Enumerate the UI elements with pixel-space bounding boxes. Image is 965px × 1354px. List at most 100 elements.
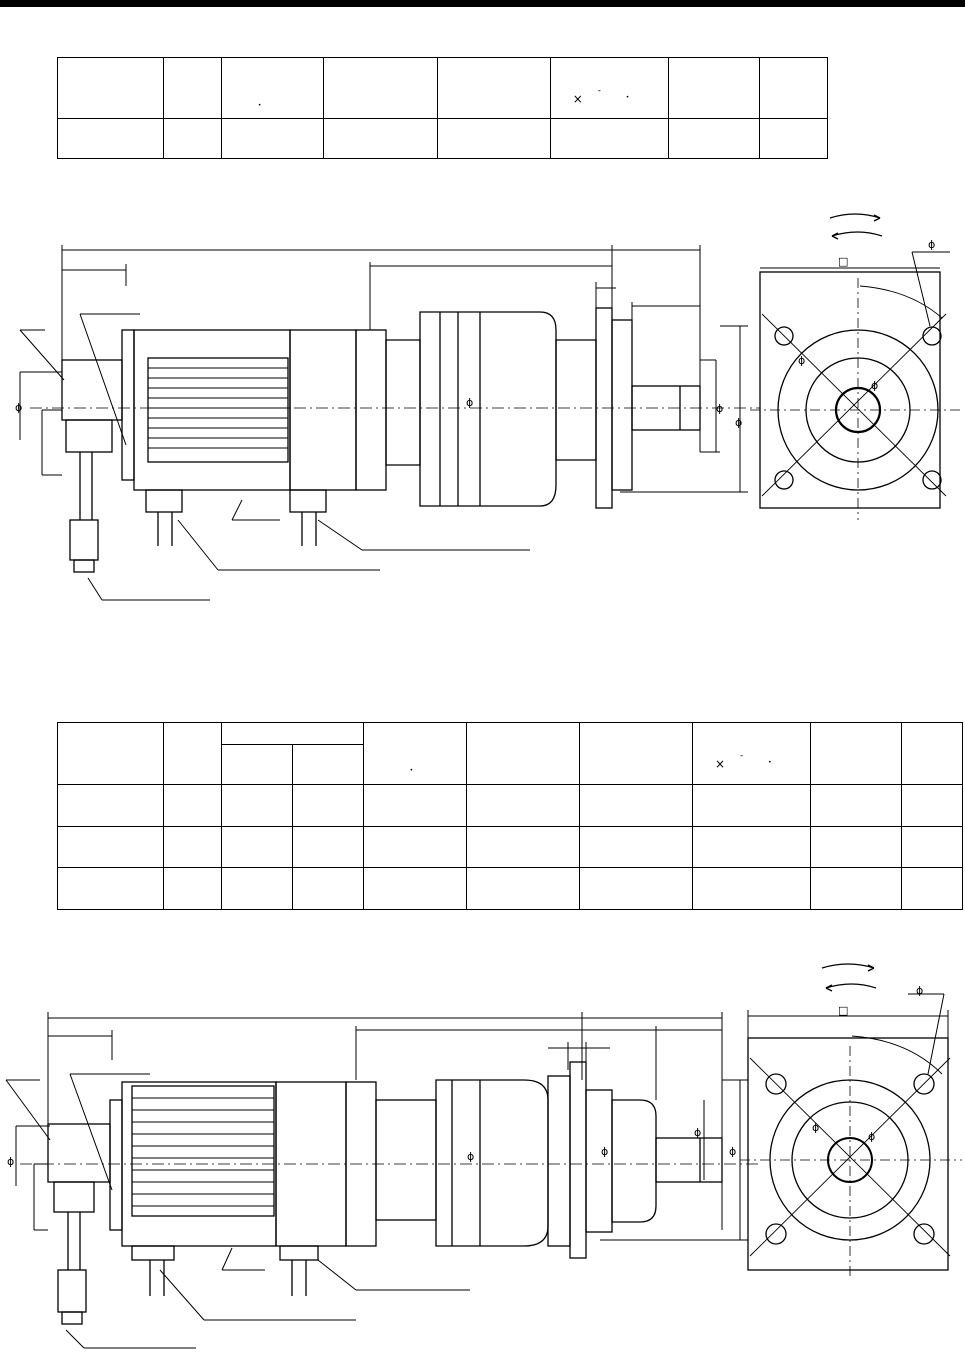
table-cell [578,784,694,827]
table-cell [901,825,963,868]
phi-symbol: ϕ [601,1145,609,1158]
table-cell [220,866,294,911]
table-cell [220,825,294,868]
table-cell [692,866,812,911]
dot-mark: • [257,102,262,109]
gearbox-body [375,1061,723,1259]
table-cell [163,117,222,160]
dot-mark: • [768,759,772,766]
phi-symbol: ϕ [15,401,23,414]
table-cell [436,117,551,160]
front-view [750,251,960,520]
table-cell [163,57,222,119]
table-cell [56,825,165,868]
table-row: • × - • [56,57,828,119]
table-cell: × - • [549,57,669,119]
table-cell [323,117,438,160]
phi-symbol: ϕ [716,402,724,415]
table-cell [56,117,165,160]
table-cell [292,744,364,786]
table-cell [220,117,325,160]
table-cell [220,744,294,786]
table-cell [578,866,694,911]
rotation-arrows [829,213,883,240]
table-cell [549,117,669,160]
table-row [56,825,963,868]
dimension-lines [19,245,748,493]
table-cell [220,784,294,827]
phi-symbol: ϕ [466,396,474,409]
multiply-sign: × [715,757,726,771]
table-cell [292,784,364,827]
table-cell [323,57,438,119]
table-cell [759,57,828,119]
table-cell: • [362,721,467,786]
dash-mark: - [740,751,744,761]
phi-symbol: ϕ [871,379,879,392]
encoder-body [47,1099,123,1325]
table-cell [759,117,828,160]
motor-drawing-1 [19,213,960,601]
table-cell [810,825,903,868]
multiply-sign: × [572,92,583,106]
table-cell [292,825,364,868]
table-row: • × - • [56,721,963,786]
table-cell [56,721,165,786]
table-cell [692,784,812,827]
table-cell [667,57,761,119]
front-view [740,993,962,1280]
table-cell [362,825,467,868]
table-cell [163,721,222,786]
square-symbol: □ [838,255,849,268]
phi-symbol: ϕ [798,354,806,367]
phi-symbol: ϕ [812,1121,820,1134]
table-cell [578,825,694,868]
table-cell [163,825,222,868]
table-cell [578,721,694,786]
dot-mark: • [409,767,414,774]
dimension-lines [15,1012,748,1241]
table-cell [436,57,551,119]
table-cell [465,784,580,827]
phi-symbol: ϕ [735,416,743,429]
table-cell [692,825,812,868]
dash-mark: - [597,86,601,96]
table-cell [56,57,165,119]
table-cell [901,784,963,827]
table-cell: • [220,57,325,119]
table-row [56,117,828,160]
table-cell [465,866,580,911]
square-symbol: □ [838,1004,849,1017]
rotation-arrows [821,963,877,992]
leader-lines [19,313,530,601]
spec-table-1: • × - • [56,57,828,160]
table-cell [810,784,903,827]
motor-drawing-2 [5,963,962,1349]
motor-body [133,329,387,546]
table-cell [810,721,903,786]
phi-symbol: ϕ [928,238,936,251]
phi-symbol: ϕ [916,984,924,997]
table-cell [465,721,580,786]
table-cell [901,866,963,911]
motor-body [121,1081,377,1296]
table-cell [362,784,467,827]
table-cell [56,866,165,911]
table-cell [56,784,165,827]
table-cell [667,117,761,160]
phi-symbol: ϕ [868,1130,876,1143]
table-cell: × - • [692,721,812,786]
table-cell [465,825,580,868]
phi-symbol: ϕ [7,1155,15,1168]
spec-table-2: • × - • [56,721,963,911]
table-cell [292,866,364,911]
phi-symbol: ϕ [694,1126,702,1139]
table-cell [901,721,963,786]
phi-symbol: ϕ [467,1150,475,1163]
table-cell [362,866,467,911]
table-cell [163,866,222,911]
dot-mark: • [625,94,630,101]
leader-lines [5,1073,470,1349]
page-header-rule [0,0,965,7]
table-cell [220,721,364,746]
